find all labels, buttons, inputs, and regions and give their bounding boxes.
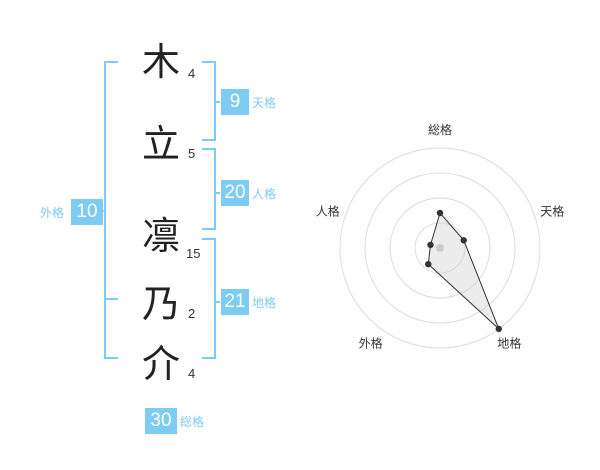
stroke-count-2: 5 [188,146,196,161]
radar-center-dot [436,244,444,252]
radar-axis-label: 外格 [359,335,383,350]
gaikaku-value: 10 [71,199,103,225]
radar-axis-label: 地格 [497,335,521,350]
name-char-2: 立 [141,122,180,166]
soukaku-value: 30 [145,408,177,434]
name-char-1: 木 [141,40,180,84]
radar-grid-ring [364,172,516,324]
radar-value-polygon [427,211,500,330]
name-char-3: 凛 [141,214,180,258]
stroke-count-4: 2 [188,306,196,321]
radar-axis-label: 天格 [540,204,564,219]
name-char-4: 乃 [141,282,180,326]
bracket-divider [104,298,118,300]
name-char-5: 介 [141,342,180,386]
stroke-count-1: 4 [188,66,196,81]
radar-grid-ring [339,147,541,349]
radar-point [427,241,434,249]
radar-grid-ring [389,197,491,299]
gaikaku-connector [100,210,106,212]
chikaku-bracket [202,238,216,359]
jinkaku-connector [214,192,220,194]
soukaku-label: 総格 [180,415,205,429]
radar-point [495,325,502,333]
radar-point [436,209,444,217]
chikaku-value: 21 [221,289,249,315]
jinkaku-value: 20 [221,180,249,206]
radar-axis-label: 総格 [428,122,452,137]
gaikaku-label: 外格 [40,206,65,220]
tenkaku-label: 天格 [252,96,277,110]
chikaku-connector [214,301,220,303]
gaikaku-bracket [104,61,118,359]
radar-axis-label: 人格 [316,204,340,219]
tenkaku-value: 9 [221,89,249,115]
jinkaku-label: 人格 [252,187,277,201]
tenkaku-connector [214,101,220,103]
radar-point [460,237,467,244]
stroke-count-5: 4 [188,366,196,381]
radar-grid-ring [414,222,466,274]
stroke-count-3: 15 [186,246,201,261]
chikaku-label: 地格 [252,296,277,310]
radar-point [425,260,432,268]
jinkaku-bracket [202,148,216,230]
